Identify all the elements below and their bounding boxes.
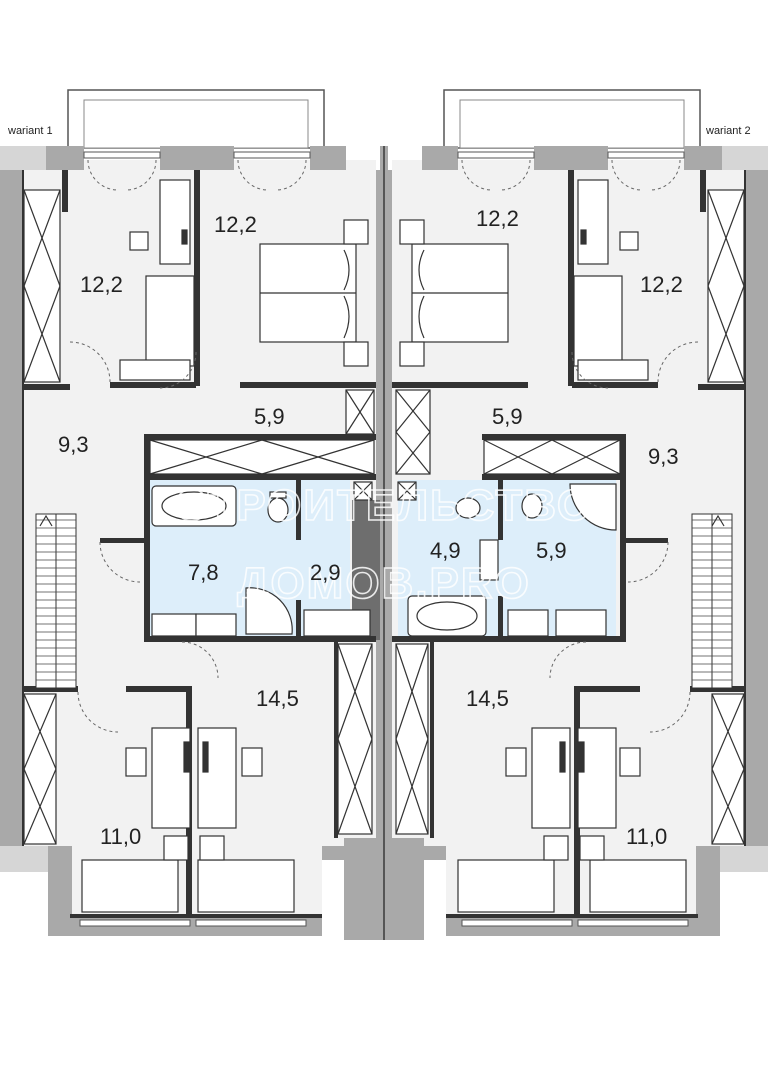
wardrobes	[23, 189, 745, 845]
stairs-right	[691, 513, 733, 689]
furniture-top-right-room	[573, 179, 649, 381]
bath-fixtures-right	[407, 483, 617, 637]
interior-walls	[22, 146, 746, 940]
variant-right-label: wariant 2	[705, 125, 751, 137]
area-left-bedroom-a: 12,2	[80, 272, 123, 297]
area-right-bedroom-b: 12,2	[640, 272, 683, 297]
area-left-bedroom-b: 12,2	[214, 212, 257, 237]
furniture-bottom-right	[457, 727, 687, 913]
stair-treads	[36, 519, 732, 681]
watermark-line2: ДОМОВ.PRO	[237, 559, 531, 608]
bath-fixtures-left	[151, 485, 371, 637]
area-left-corridor: 5,9	[254, 404, 285, 429]
area-right-hall: 9,3	[648, 444, 679, 469]
area-left-room-small: 11,0	[100, 824, 141, 849]
bed-right	[399, 219, 509, 367]
bed-left	[259, 219, 369, 367]
balcony-right	[443, 89, 701, 149]
area-left-room-large: 14,5	[256, 686, 299, 711]
door-swings	[69, 159, 699, 733]
area-right-corridor: 5,9	[492, 404, 523, 429]
furniture-top-left-room	[119, 179, 195, 381]
balcony-left	[67, 89, 325, 149]
area-left-wc: 2,9	[310, 560, 341, 585]
furniture-bottom-left	[81, 727, 295, 913]
area-right-room-large: 14,5	[466, 686, 509, 711]
area-right-room-small: 11,0	[626, 824, 667, 849]
area-left-hall: 9,3	[58, 432, 89, 457]
bottom-windows	[79, 919, 689, 927]
area-right-bath-small: 4,9	[430, 538, 461, 563]
variant-left-label: wariant 1	[7, 125, 53, 137]
area-left-bathroom: 7,8	[188, 560, 219, 585]
watermark-line1: СТРОИТЕЛЬСТВО	[175, 481, 593, 530]
area-right-bathroom: 5,9	[536, 538, 567, 563]
area-right-bedroom-a: 12,2	[476, 206, 519, 231]
stairs-left	[35, 513, 77, 689]
stair-arrow-left	[39, 514, 53, 527]
stair-arrow-right	[711, 514, 725, 527]
